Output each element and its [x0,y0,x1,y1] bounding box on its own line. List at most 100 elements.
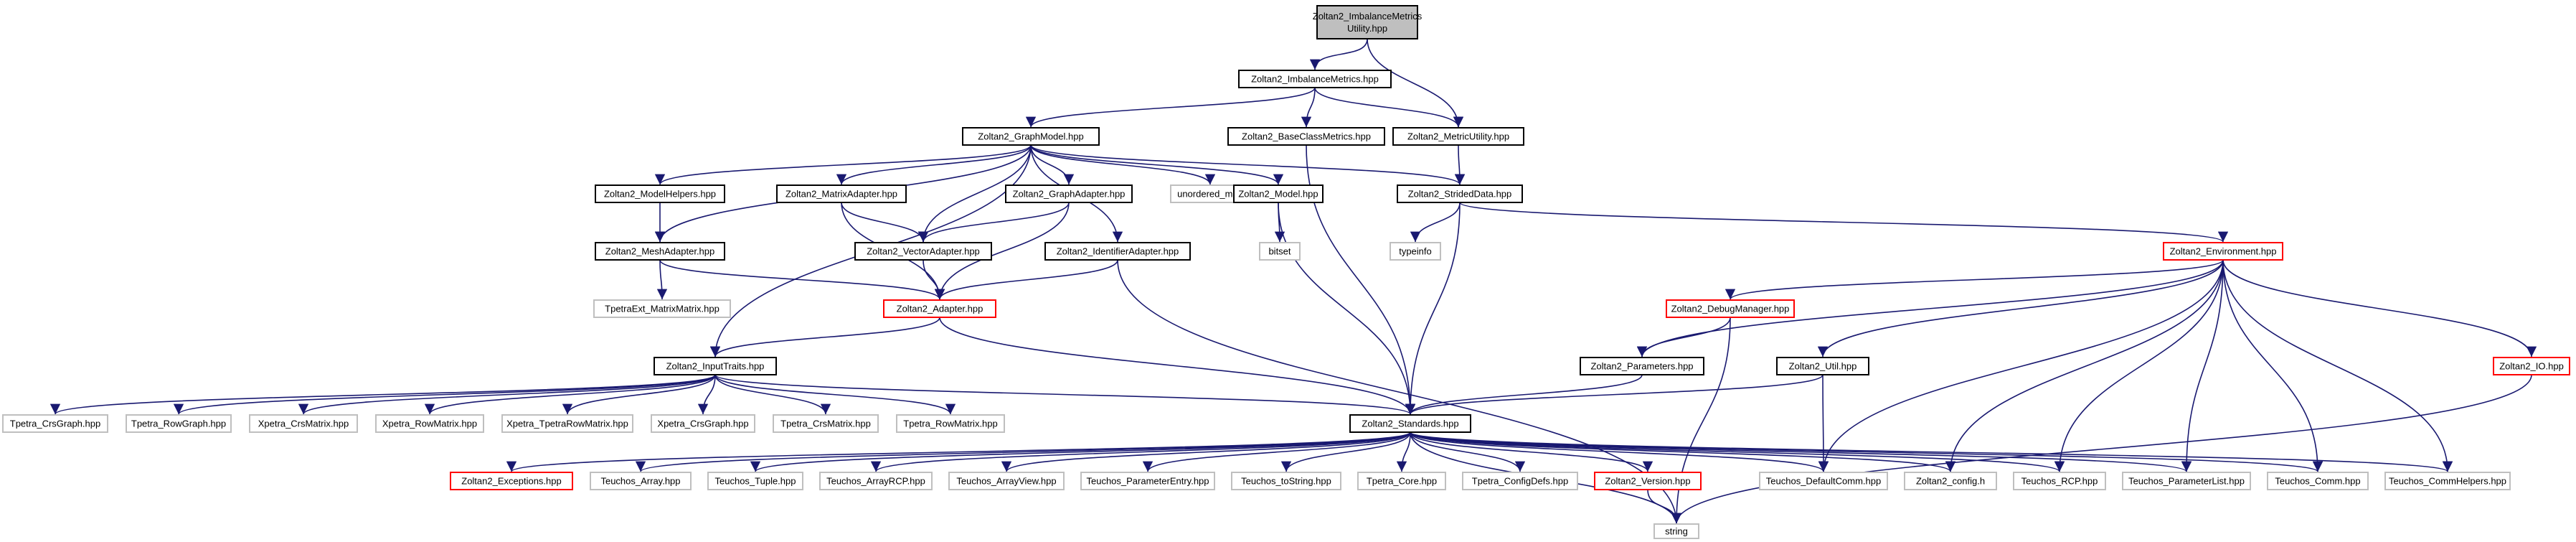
edge-line [714,374,956,415]
edge-line [1405,374,1824,415]
node-box [2,414,108,433]
edge-imb-to-basecm [1301,87,1316,128]
edge-standards-to-t_array [636,431,1411,472]
node-meshadapter[interactable]: Zoltan2_MeshAdapter.hpp [595,242,725,261]
node-box [1666,299,1795,318]
node-box [1227,127,1385,146]
edge-line [2181,259,2224,472]
node-label: Zoltan2_Exceptions.hpp [461,476,561,487]
node-label: Zoltan2_MatrixAdapter.hpp [785,189,897,200]
node-standards[interactable]: Zoltan2_Standards.hpp [1349,414,1471,433]
edge-line [506,431,1411,472]
node-box [707,472,803,490]
node-exceptions[interactable]: Zoltan2_Exceptions.hpp [450,472,573,490]
edge-line [1280,431,1411,472]
node-matrixadapter[interactable]: Zoltan2_MatrixAdapter.hpp [776,184,907,203]
node-tpetra_configdefs: Tpetra_ConfigDefs.hpp [1462,472,1578,490]
edge-line [656,259,668,300]
node-label: Xpetra_CrsMatrix.hpp [258,419,349,429]
node-box [2493,357,2570,375]
edge-identadapter-to-adapter [934,259,1118,300]
edge-inputtraits-to-tpetra_rowmatrix [714,374,956,415]
node-label: Teuchos_DefaultComm.hpp [1766,476,1881,487]
edge-imb-to-graphmodel [1025,87,1316,128]
node-xpetra_crsmatrix: Xpetra_CrsMatrix.hpp [249,414,358,433]
edge-inputtraits-to-xpetra_rowmatrix [424,374,716,415]
edge-line [1818,259,2224,472]
edge-environment-to-config [1945,259,2224,472]
edge-line [50,374,716,415]
edge-environment-to-t_defaultcomm [1818,259,2224,472]
node-model[interactable]: Zoltan2_Model.hpp [1233,184,1324,203]
edge-line [1309,38,1368,70]
edges-layer [50,38,2537,524]
node-imb[interactable]: Zoltan2_ImbalanceMetrics.hpp [1238,70,1392,88]
node-box [1759,472,1888,490]
edge-adapter-to-standards [939,317,1416,415]
node-label: Xpetra_TpetraRowMatrix.hpp [506,419,628,429]
node-environment[interactable]: Zoltan2_Environment.hpp [2163,242,2283,261]
node-box [773,414,879,433]
edge-strided-to-typeinfo [1410,202,1461,243]
edge-graphadapter-to-adapter [934,202,1070,300]
edge-line [1410,431,1653,472]
node-vectoradapter[interactable]: Zoltan2_VectorAdapter.hpp [854,242,992,261]
edge-line [1454,144,1466,185]
edge-graphadapter-to-vectoradapter [917,202,1070,243]
node-box [2013,472,2106,490]
edge-graphmodel-to-model [1030,144,1284,185]
node-label: Zoltan2_Standards.hpp [1362,419,1458,429]
node-metricutil[interactable]: Zoltan2_MetricUtility.hpp [1392,127,1524,146]
node-strided[interactable]: Zoltan2_StridedData.hpp [1397,184,1523,203]
edge-line [1030,144,1216,185]
node-basecm[interactable]: Zoltan2_BaseClassMetrics.hpp [1227,127,1385,146]
edge-line [1410,431,1829,472]
node-io[interactable]: Zoltan2_IO.hpp [2493,357,2570,375]
node-label: Teuchos_Tuple.hpp [715,476,796,487]
edge-inputtraits-to-xpetra_tpetrarowmatrix [562,374,716,415]
edge-line [1410,431,1526,472]
node-t_defaultcomm: Teuchos_DefaultComm.hpp [1759,472,1888,490]
edge-meshadapter-to-tpetraext [656,259,668,300]
edge-line [1636,259,2224,358]
edge-line [917,144,1032,243]
node-graphmodel[interactable]: Zoltan2_GraphModel.hpp [962,127,1100,146]
edge-environment-to-t_paramlist [2181,259,2224,472]
edge-graphmodel-to-unordered_map [1030,144,1216,185]
node-box [1580,357,1704,375]
node-label: unordered_map [1177,189,1243,200]
node-graphadapter[interactable]: Zoltan2_GraphAdapter.hpp [1005,184,1133,203]
edge-standards-to-t_tuple [750,431,1411,472]
node-label: Zoltan2_InputTraits.hpp [666,361,765,372]
edge-line [1647,489,1682,524]
node-box [1238,70,1392,88]
edge-line [298,374,716,415]
edge-debugmgr-to-parameters [1636,317,1731,358]
node-adapter[interactable]: Zoltan2_Adapter.hpp [883,299,996,318]
edge-environment-to-debugmgr [1725,259,2224,300]
edge-standards-to-tpetra_configdefs [1410,431,1526,472]
node-identadapter[interactable]: Zoltan2_IdentifierAdapter.hpp [1044,242,1191,261]
node-box [450,472,573,490]
edge-line [562,374,716,415]
node-box [1005,184,1133,203]
node-parameters[interactable]: Zoltan2_Parameters.hpp [1580,357,1704,375]
node-version[interactable]: Zoltan2_Version.hpp [1594,472,1702,490]
node-box [2267,472,2369,490]
node-box [896,414,1005,433]
node-label: Teuchos_RCP.hpp [2021,476,2098,487]
edge-line [709,317,940,358]
node-t_paramlist: Teuchos_ParameterList.hpp [2122,472,2251,490]
node-inputtraits[interactable]: Zoltan2_InputTraits.hpp [654,357,777,375]
node-debugmgr[interactable]: Zoltan2_DebugManager.hpp [1666,299,1795,318]
node-label: Zoltan2_Version.hpp [1605,476,1690,487]
node-label: Zoltan2_Model.hpp [1238,189,1318,200]
node-tpetra_crsgraph: Tpetra_CrsGraph.hpp [2,414,108,433]
node-box [776,184,907,203]
edge-model-to-standards [1278,202,1416,415]
node-label: Tpetra_ConfigDefs.hpp [1472,476,1568,487]
edge-io-to-string [1671,374,2532,524]
node-util[interactable]: Zoltan2_Util.hpp [1776,357,1869,375]
node-modelhelpers[interactable]: Zoltan2_ModelHelpers.hpp [595,184,725,203]
